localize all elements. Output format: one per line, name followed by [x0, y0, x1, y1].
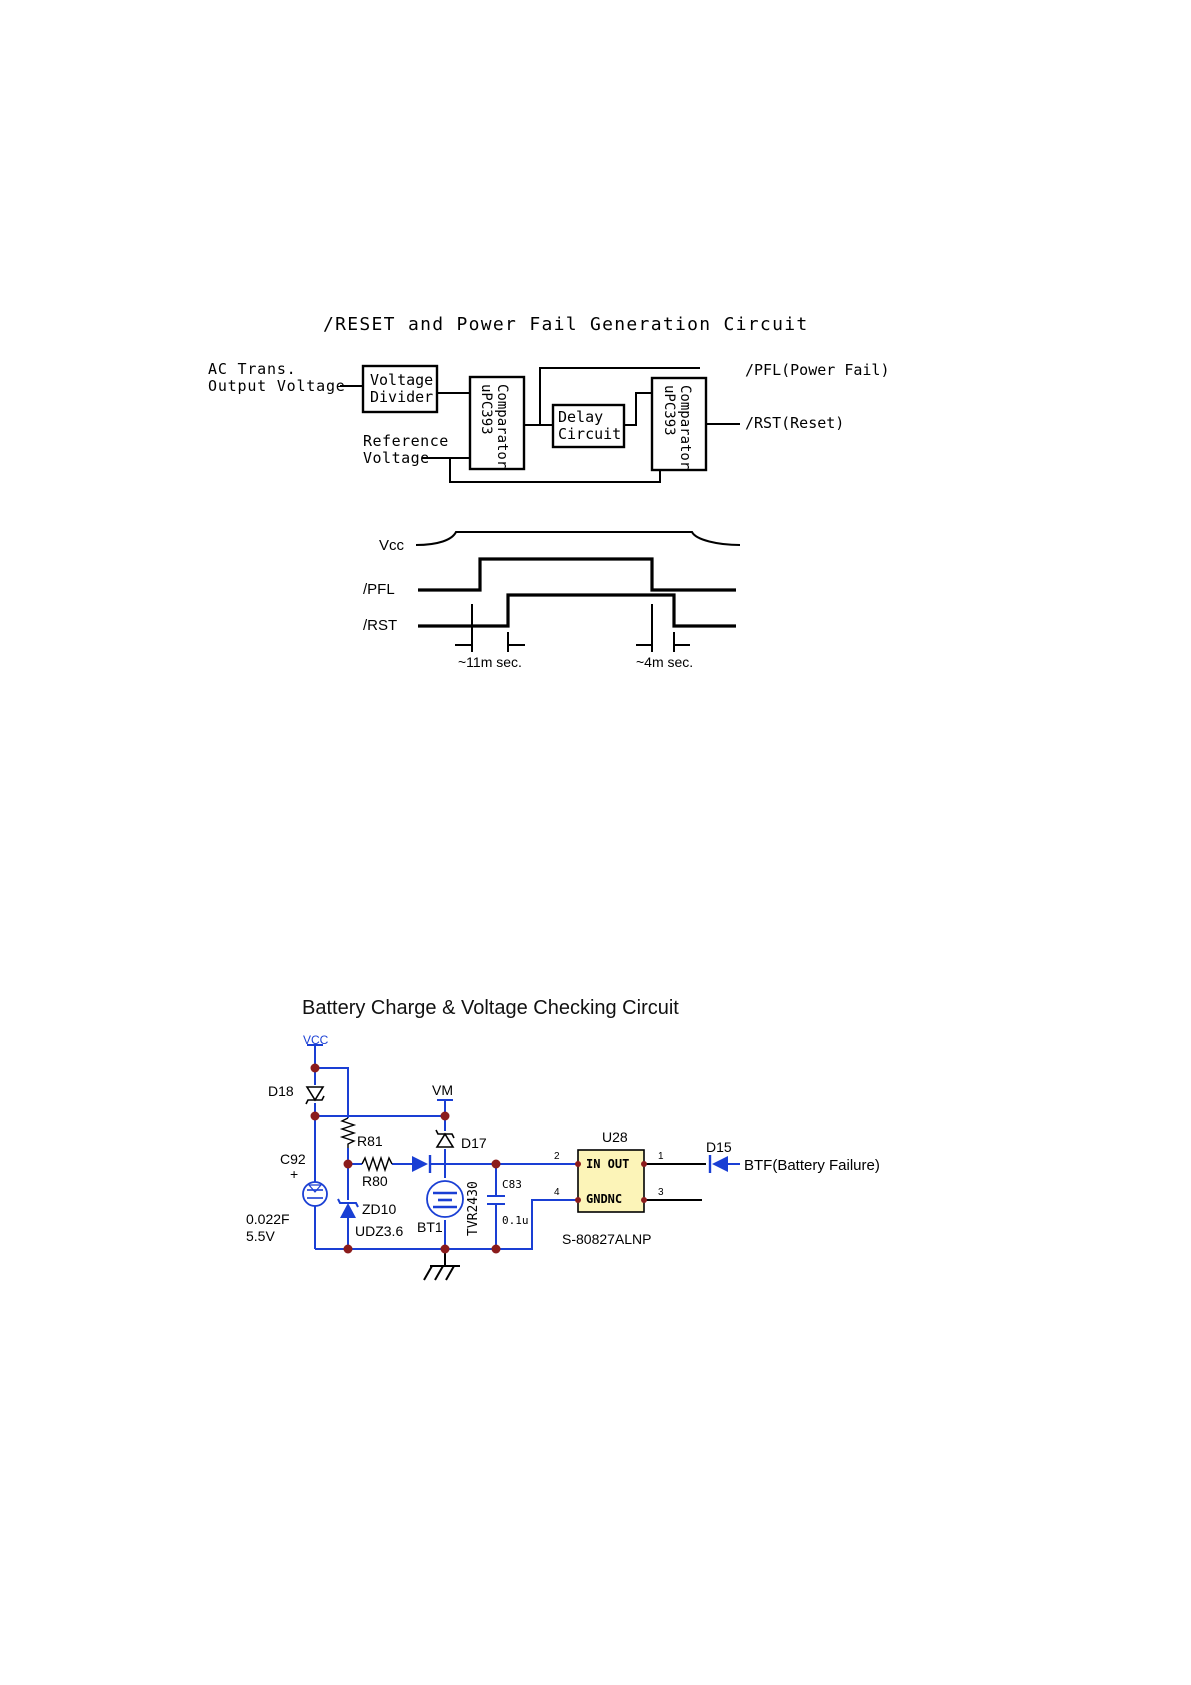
c92-plus-label: + [290, 1166, 298, 1182]
wire-reference-voltage [422, 457, 661, 483]
c92-value-line2: 5.5V [246, 1228, 275, 1244]
wire-comp1-to-pfl [524, 367, 700, 426]
reset-diagram-title: /RESET and Power Fail Generation Circuit [323, 314, 808, 335]
d17-zener-diode [435, 1129, 455, 1148]
vcc-label: VCC [303, 1033, 329, 1047]
r80-resistor [361, 1155, 393, 1173]
battery-diagram: Battery Charge & Voltage Checking Circui… [246, 997, 880, 1281]
u28-pin1-label: 1 [658, 1151, 664, 1162]
ref-input-label-line1: Reference [363, 432, 449, 450]
c83-label: C83 [502, 1178, 522, 1191]
delay-circuit-label-line1: Delay [558, 408, 603, 426]
voltage-divider-block [361, 364, 439, 414]
btf-output-label: BTF(Battery Failure) [744, 1157, 880, 1174]
ground-hatch-1 [423, 1265, 433, 1281]
timing-wave-rst [418, 593, 736, 628]
zd10-zener-diode [337, 1198, 359, 1218]
ref-input-label-line2: Voltage [363, 449, 430, 467]
u28-ic [577, 1149, 645, 1213]
ac-input-label-line2: Output Voltage [208, 377, 346, 395]
d15-diode [708, 1155, 728, 1173]
vm-label: VM [432, 1082, 453, 1098]
timing-wave-vcc [415, 531, 741, 546]
timing-label-pfl: /PFL [363, 581, 395, 598]
c83-capacitor [487, 1195, 505, 1205]
zd10-part-label: UDZ3.6 [355, 1223, 403, 1239]
comparator1-label-line2: uPC393 [478, 384, 494, 435]
ac-input-label-line1: AC Trans. [208, 360, 296, 378]
c83-value-label: 0.1u [502, 1214, 529, 1227]
junction-dots [310, 1063, 647, 1254]
delay-circuit-block [551, 403, 626, 449]
comparator2-label-line1: Comparator [677, 385, 693, 469]
bt1-label: BT1 [417, 1219, 443, 1235]
comparator1-block [468, 375, 526, 471]
timing-delay-rise: ~11m sec. [458, 654, 522, 670]
u28-pin-labels-top: IN OUT [586, 1157, 629, 1171]
wire-ground-bus [315, 1199, 578, 1250]
wire-delay-to-comp2 [624, 392, 652, 426]
battery-diagram-title: Battery Charge & Voltage Checking Circui… [302, 997, 679, 1019]
c92-label: C92 [280, 1151, 306, 1167]
c92-supercap [302, 1181, 328, 1207]
u28-pin4-label: 4 [554, 1187, 560, 1198]
u28-pin2-label: 2 [554, 1151, 560, 1162]
bt1-part-label: TVR2430 [466, 1181, 481, 1236]
wire-vcc-to-r81 [314, 1045, 349, 1118]
series-diode [412, 1155, 432, 1173]
rst-output-label: /RST(Reset) [745, 414, 844, 432]
ground-hatch-3 [445, 1265, 455, 1281]
timing-delay-fall: ~4m sec. [636, 654, 693, 670]
bt1-battery [426, 1180, 464, 1218]
d17-label: D17 [461, 1135, 487, 1151]
u28-part-label: S-80827ALNP [562, 1231, 652, 1247]
timing-wave-pfl [418, 557, 736, 592]
u28-pin-labels-bottom: GNDNC [586, 1192, 622, 1206]
comparator2-block [650, 376, 708, 472]
d15-label: D15 [706, 1139, 732, 1155]
delay-circuit-label-line2: Circuit [558, 425, 621, 443]
timing-label-vcc: Vcc [379, 537, 405, 554]
c92-value-line1: 0.022F [246, 1211, 290, 1227]
d18-zener-diode [305, 1086, 325, 1105]
timing-diagram: Vcc /PFL /RST ~11m sec. ~4m sec. [363, 531, 741, 670]
ground-hatch-2 [434, 1265, 444, 1281]
r81-label: R81 [357, 1133, 383, 1149]
r80-label: R80 [362, 1173, 388, 1189]
voltage-divider-label-line1: Voltage [370, 371, 433, 389]
voltage-divider-label-line2: Divider [370, 388, 433, 406]
u28-pin3-label: 3 [658, 1187, 664, 1198]
comparator2-label-line2: uPC393 [661, 385, 677, 436]
u28-label: U28 [602, 1129, 628, 1145]
pfl-output-label: /PFL(Power Fail) [745, 361, 890, 379]
r81-resistor [339, 1117, 357, 1148]
comparator1-label-line1: Comparator [494, 384, 510, 468]
reset-diagram: /RESET and Power Fail Generation Circuit… [208, 314, 890, 483]
timing-label-rst: /RST [363, 617, 397, 634]
d18-label: D18 [268, 1083, 294, 1099]
zd10-label: ZD10 [362, 1201, 396, 1217]
